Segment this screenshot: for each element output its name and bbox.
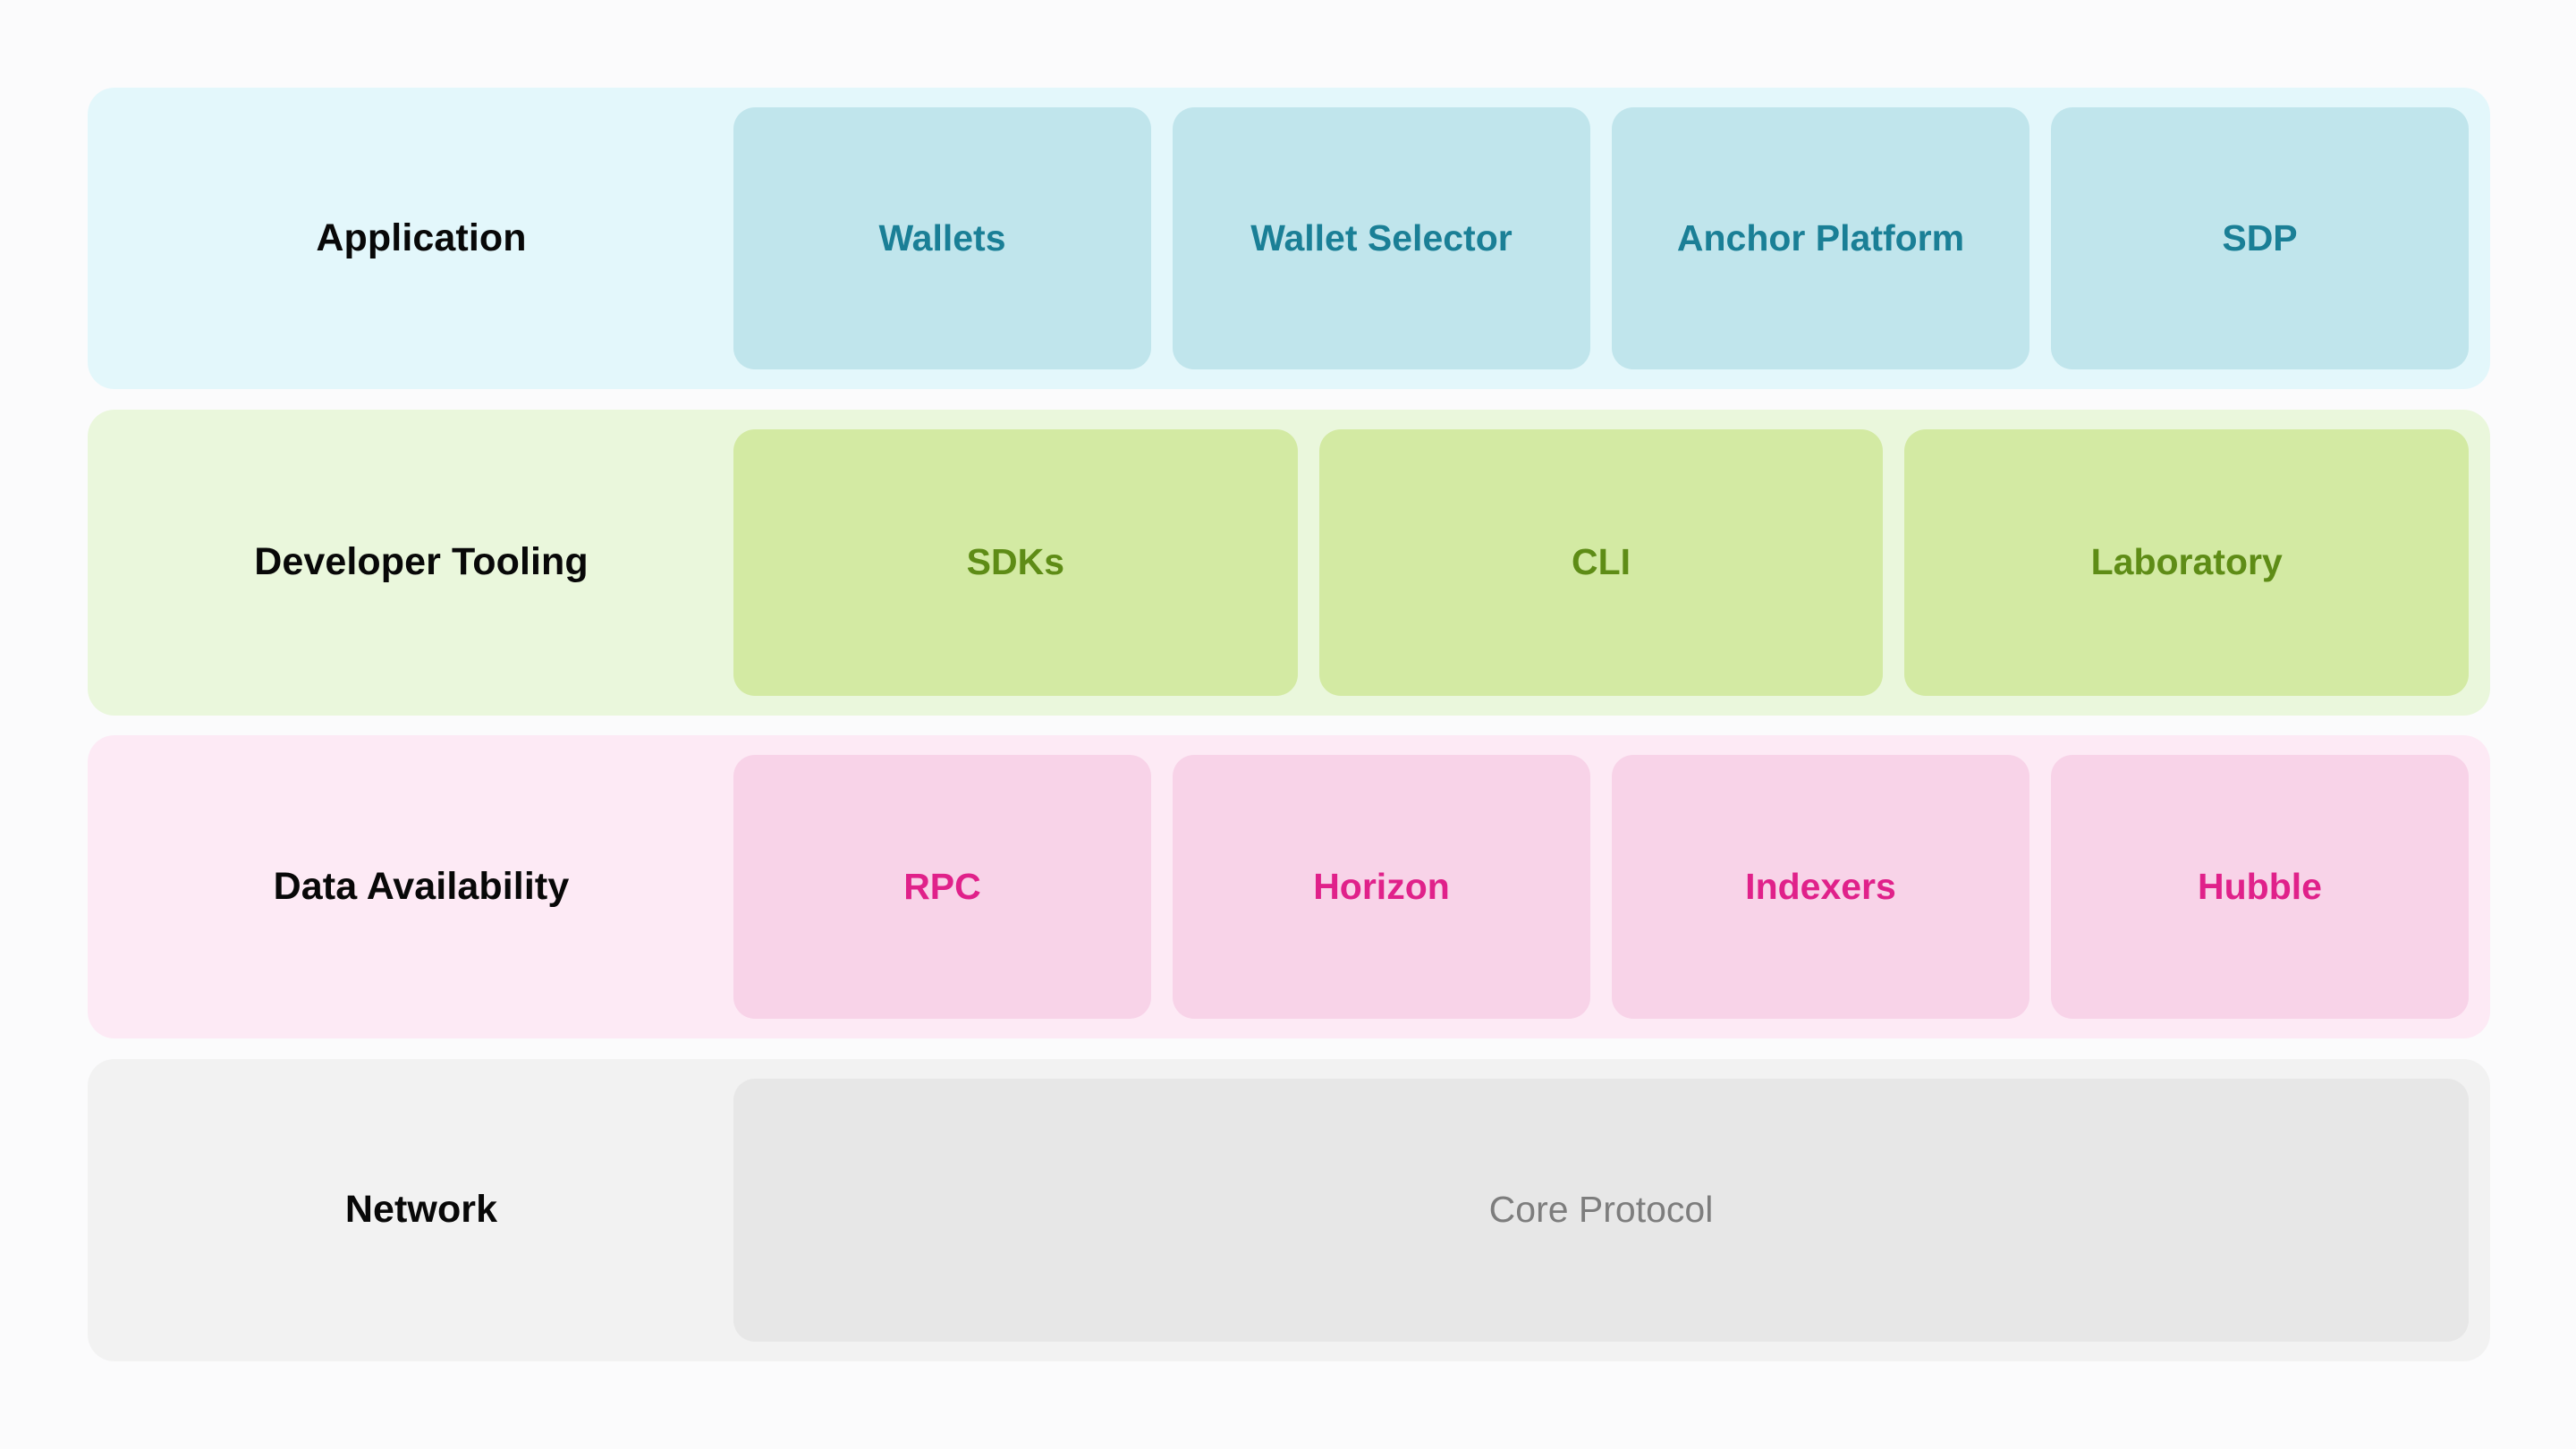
- chip-sdp[interactable]: SDP: [2051, 107, 2469, 369]
- chip-wallets[interactable]: Wallets: [733, 107, 1151, 369]
- chip-group-developer-tooling: SDKs CLI Laboratory: [733, 428, 2470, 696]
- chip-indexers[interactable]: Indexers: [1612, 755, 2029, 1020]
- chip-horizon[interactable]: Horizon: [1173, 755, 1590, 1020]
- layer-label-network: Network: [344, 1188, 498, 1232]
- layer-label-application: Application: [316, 216, 527, 259]
- chip-laboratory[interactable]: Laboratory: [1904, 428, 2470, 696]
- chip-wallet-selector[interactable]: Wallet Selector: [1173, 107, 1590, 369]
- chip-group-network: Core Protocol: [733, 1078, 2469, 1342]
- layer-row-application: Application Wallets Wallet Selector Anch…: [88, 88, 2490, 389]
- chip-sdks[interactable]: SDKs: [733, 428, 1298, 696]
- chip-rpc[interactable]: RPC: [733, 755, 1151, 1020]
- layer-row-network: Network Core Protocol: [88, 1058, 2490, 1361]
- chip-cli[interactable]: CLI: [1318, 428, 1884, 696]
- layer-stack-diagram: Application Wallets Wallet Selector Anch…: [88, 88, 2490, 1361]
- chip-group-application: Wallets Wallet Selector Anchor Platform …: [733, 107, 2469, 369]
- layer-label-developer-tooling: Developer Tooling: [254, 540, 589, 584]
- chip-hubble[interactable]: Hubble: [2051, 755, 2469, 1020]
- chip-anchor-platform[interactable]: Anchor Platform: [1612, 107, 2029, 369]
- layer-row-developer-tooling: Developer Tooling SDKs CLI Laboratory: [88, 409, 2490, 716]
- layer-label-data-availability: Data Availability: [273, 865, 570, 909]
- layer-row-data-availability: Data Availability RPC Horizon Indexers H…: [88, 735, 2490, 1039]
- chip-group-data-availability: RPC Horizon Indexers Hubble: [733, 755, 2469, 1020]
- chip-core-protocol[interactable]: Core Protocol: [733, 1078, 2469, 1342]
